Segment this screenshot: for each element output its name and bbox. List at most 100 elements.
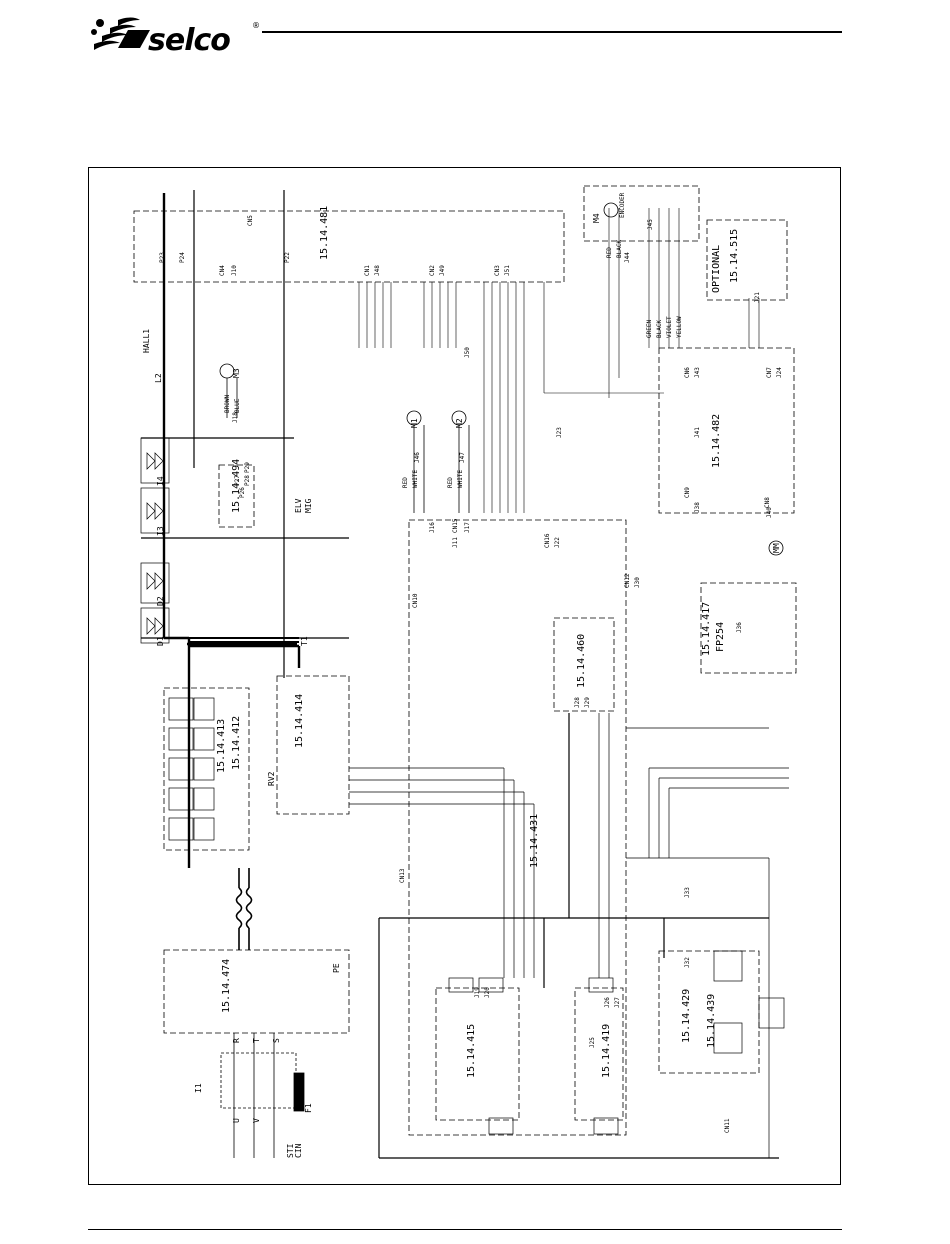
wire-red-m1: RED (402, 477, 409, 488)
wire-violet: VIOLET (666, 316, 673, 338)
wiring-diagram: 15.14.481 15.14.482 15.14.494 15.14.413 … (133, 185, 797, 1159)
connectors-lower (448, 950, 785, 1135)
label-optional: OPTIONAL (711, 245, 722, 293)
selco-wordmark: selco (148, 23, 230, 58)
label-15-14-413: 15.14.413 (216, 719, 227, 773)
fuse-f1 (293, 1072, 305, 1112)
board-outline-414 (276, 675, 350, 815)
label-15-14-481: 15.14.481 (319, 206, 330, 260)
label-p27: P27 (234, 475, 241, 486)
wire-black: BLACK (656, 320, 663, 338)
label-j25: J25 (589, 1037, 596, 1048)
m4-circle (603, 202, 619, 218)
label-p22: P22 (284, 252, 291, 263)
label-j22: J22 (554, 537, 561, 548)
rectifier-d1 (140, 607, 170, 644)
board-outline-515 (706, 219, 788, 301)
label-15-14-515: 15.14.515 (729, 229, 740, 283)
label-cn3: CN3 (494, 265, 501, 276)
transformer-t1 (189, 637, 299, 643)
board-outline-429 (658, 950, 760, 1074)
label-cn15: CN15 (452, 518, 459, 533)
label-j47: J47 (459, 452, 466, 463)
label-cin: CIN (294, 1143, 303, 1158)
label-s: S (272, 1038, 281, 1043)
transformer-474 (235, 868, 253, 950)
label-cn2: CN2 (429, 265, 436, 276)
wires-481 (358, 208, 760, 513)
board-outline-431 (408, 519, 627, 1136)
label-t: T (252, 1038, 261, 1043)
label-cn10: CN10 (412, 593, 419, 608)
label-cn6: CN6 (684, 367, 691, 378)
board-outline-m4 (583, 185, 700, 242)
board-outline-494 (218, 464, 255, 528)
board-outline-417 (700, 582, 797, 674)
label-i3: I3 (156, 526, 165, 536)
label-i4: I4 (156, 476, 165, 486)
label-j29: J29 (584, 697, 591, 708)
label-15-14-417: 15.14.417 (701, 602, 712, 656)
label-j30: J30 (634, 577, 641, 588)
header-rule (262, 31, 842, 33)
label-pe: PE (332, 963, 341, 973)
label-j28: J28 (574, 697, 581, 708)
label-j49: J49 (439, 265, 446, 276)
label-j45: J45 (647, 219, 654, 230)
label-j41: J41 (694, 427, 701, 438)
label-t1: T1 (300, 636, 309, 646)
label-j44: J44 (624, 252, 631, 263)
label-p28: P28 (244, 475, 251, 486)
label-m4: M4 (592, 213, 601, 223)
label-j21: J21 (754, 292, 761, 303)
label-p23: P23 (159, 252, 166, 263)
board-outline-460 (553, 617, 615, 712)
label-j51: J51 (504, 265, 511, 276)
label-m2: M2 (455, 418, 464, 428)
board-outlines (133, 185, 797, 1136)
motors (219, 202, 784, 556)
label-j40: J40 (766, 507, 773, 518)
label-sti: STI (286, 1143, 295, 1158)
board-outline-481 (133, 210, 565, 283)
wire-black-m4: BLACK (616, 240, 623, 258)
wire-blue-m3: BLUE (234, 398, 241, 413)
label-m1: M1 (410, 418, 419, 428)
label-d2: D2 (156, 596, 165, 606)
label-cn9: CN9 (684, 487, 691, 498)
schematic-frame: 15.14.481 15.14.482 15.14.494 15.14.413 … (88, 167, 841, 1185)
label-15-14-415: 15.14.415 (466, 1024, 477, 1078)
board-outline-482 (658, 347, 795, 514)
label-15-14-414: 15.14.414 (294, 694, 305, 748)
board-outline-419 (574, 987, 624, 1121)
label-cn5: CN5 (247, 215, 254, 226)
label-j24: J24 (776, 367, 783, 378)
label-j19: J19 (474, 987, 481, 998)
label-i1: I1 (194, 1083, 203, 1093)
label-j10: J10 (231, 265, 238, 276)
label-j46: J46 (414, 452, 421, 463)
label-j43: J43 (694, 367, 701, 378)
label-15-14-474: 15.14.474 (221, 959, 232, 1013)
label-cn11: CN11 (724, 1118, 731, 1133)
label-cn8: CN8 (764, 497, 771, 508)
label-j33: J33 (684, 887, 691, 898)
label-j36: J36 (736, 622, 743, 633)
label-j38: J38 (694, 502, 701, 513)
label-cn12: CN12 (624, 573, 631, 588)
label-15-14-412: 15.14.412 (231, 716, 242, 770)
label-15-14-431: 15.14.431 (529, 814, 540, 868)
label-p24: P24 (179, 252, 186, 263)
label-r: R (232, 1038, 241, 1043)
label-elv: ELV (294, 498, 303, 513)
label-f1: F1 (304, 1103, 313, 1113)
label-j48: J48 (374, 265, 381, 276)
footer-rule (88, 1229, 842, 1230)
wire-white-m2: WHITE (457, 470, 464, 488)
label-p29: P29 (244, 462, 251, 473)
board-outline-415 (435, 987, 520, 1121)
board-outline-413 (163, 687, 250, 851)
label-d1: D1 (156, 636, 165, 646)
label-j26: J26 (604, 997, 611, 1008)
label-p26: P26 (239, 487, 246, 498)
